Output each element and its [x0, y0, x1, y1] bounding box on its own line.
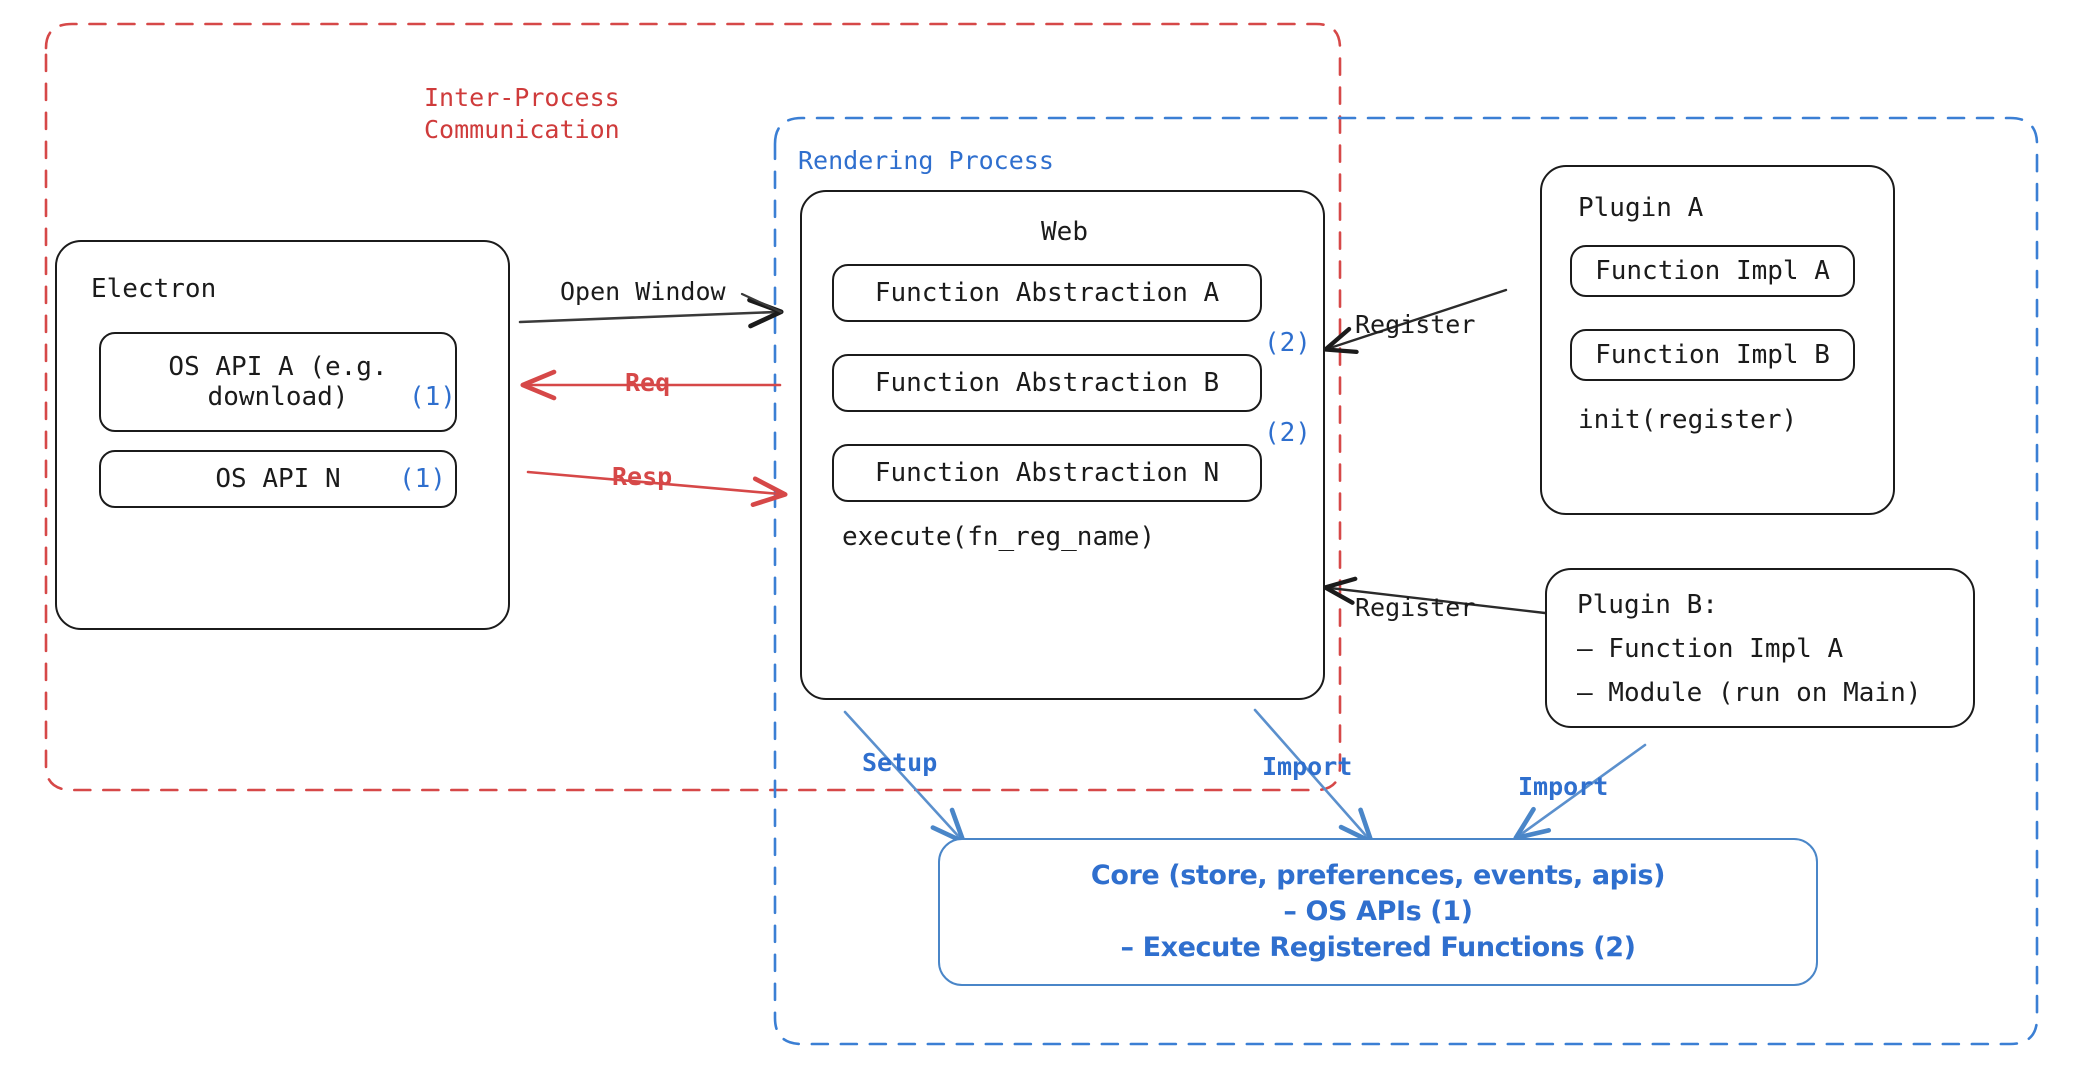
function-abstraction-b-label: Function Abstraction B [874, 368, 1220, 398]
function-abstraction-n-box[interactable]: Function Abstraction N [832, 444, 1262, 502]
electron-title: Electron [91, 274, 217, 304]
web-title: Web [1041, 217, 1088, 247]
req-label: Req [625, 368, 671, 397]
setup-label: Setup [862, 748, 938, 777]
electron-box[interactable]: Electron OS API A (e.g. download) (1) OS… [55, 240, 510, 630]
import-plugin-label: Import [1518, 772, 1609, 801]
web-box[interactable]: Web Function Abstraction A Function Abst… [800, 190, 1325, 700]
function-impl-a-label: Function Impl A [1595, 256, 1830, 286]
core-box[interactable]: Core (store, preferences, events, apis) … [938, 838, 1818, 986]
plugin-a-title: Plugin A [1578, 193, 1704, 223]
plugin-b-item-module: – Module (run on Main) [1577, 678, 1922, 708]
function-impl-b-box[interactable]: Function Impl B [1570, 329, 1855, 381]
core-line-title: Core (store, preferences, events, apis) [1090, 860, 1666, 892]
function-abstraction-n-label: Function Abstraction N [874, 458, 1220, 488]
os-api-a-marker: (1) [409, 382, 456, 412]
rendering-process-title: Rendering Process [798, 146, 1054, 175]
function-impl-a-box[interactable]: Function Impl A [1570, 245, 1855, 297]
function-abstraction-b-box[interactable]: Function Abstraction B [832, 354, 1262, 412]
plugin-b-item-function-impl-a: – Function Impl A [1577, 634, 1844, 664]
core-line-execute-registered: – Execute Registered Functions (2) [1120, 931, 1636, 963]
import-web-label: Import [1262, 752, 1353, 781]
register-top-label: Register [1355, 310, 1476, 339]
core-text-block: Core (store, preferences, events, apis) … [1090, 858, 1666, 966]
function-abstraction-a-marker: (2) [1264, 328, 1311, 358]
plugin-a-init-label: init(register) [1578, 405, 1798, 435]
plugin-b-box[interactable]: Plugin B: – Function Impl A – Module (ru… [1545, 568, 1975, 728]
os-api-n-marker: (1) [399, 464, 446, 494]
resp-label: Resp [612, 462, 673, 491]
open-window-label: Open Window [560, 277, 726, 306]
plugin-b-title: Plugin B: [1577, 590, 1718, 620]
os-api-a-box[interactable]: OS API A (e.g. download) [99, 332, 457, 432]
plugin-a-box[interactable]: Plugin A Function Impl A Function Impl B… [1540, 165, 1895, 515]
function-abstraction-b-marker: (2) [1264, 418, 1311, 448]
web-execute-label: execute(fn_reg_name) [842, 522, 1156, 552]
core-line-os-apis: – OS APIs (1) [1283, 896, 1473, 928]
register-bottom-label: Register [1355, 593, 1476, 622]
ipc-title: Inter-Process Communication [424, 83, 620, 144]
os-api-a-label: OS API A (e.g. download) [168, 352, 388, 412]
function-abstraction-a-label: Function Abstraction A [874, 278, 1220, 308]
os-api-n-box[interactable]: OS API N [99, 450, 457, 508]
os-api-n-label: OS API N [215, 464, 341, 494]
function-abstraction-a-box[interactable]: Function Abstraction A [832, 264, 1262, 322]
function-impl-b-label: Function Impl B [1595, 340, 1830, 370]
